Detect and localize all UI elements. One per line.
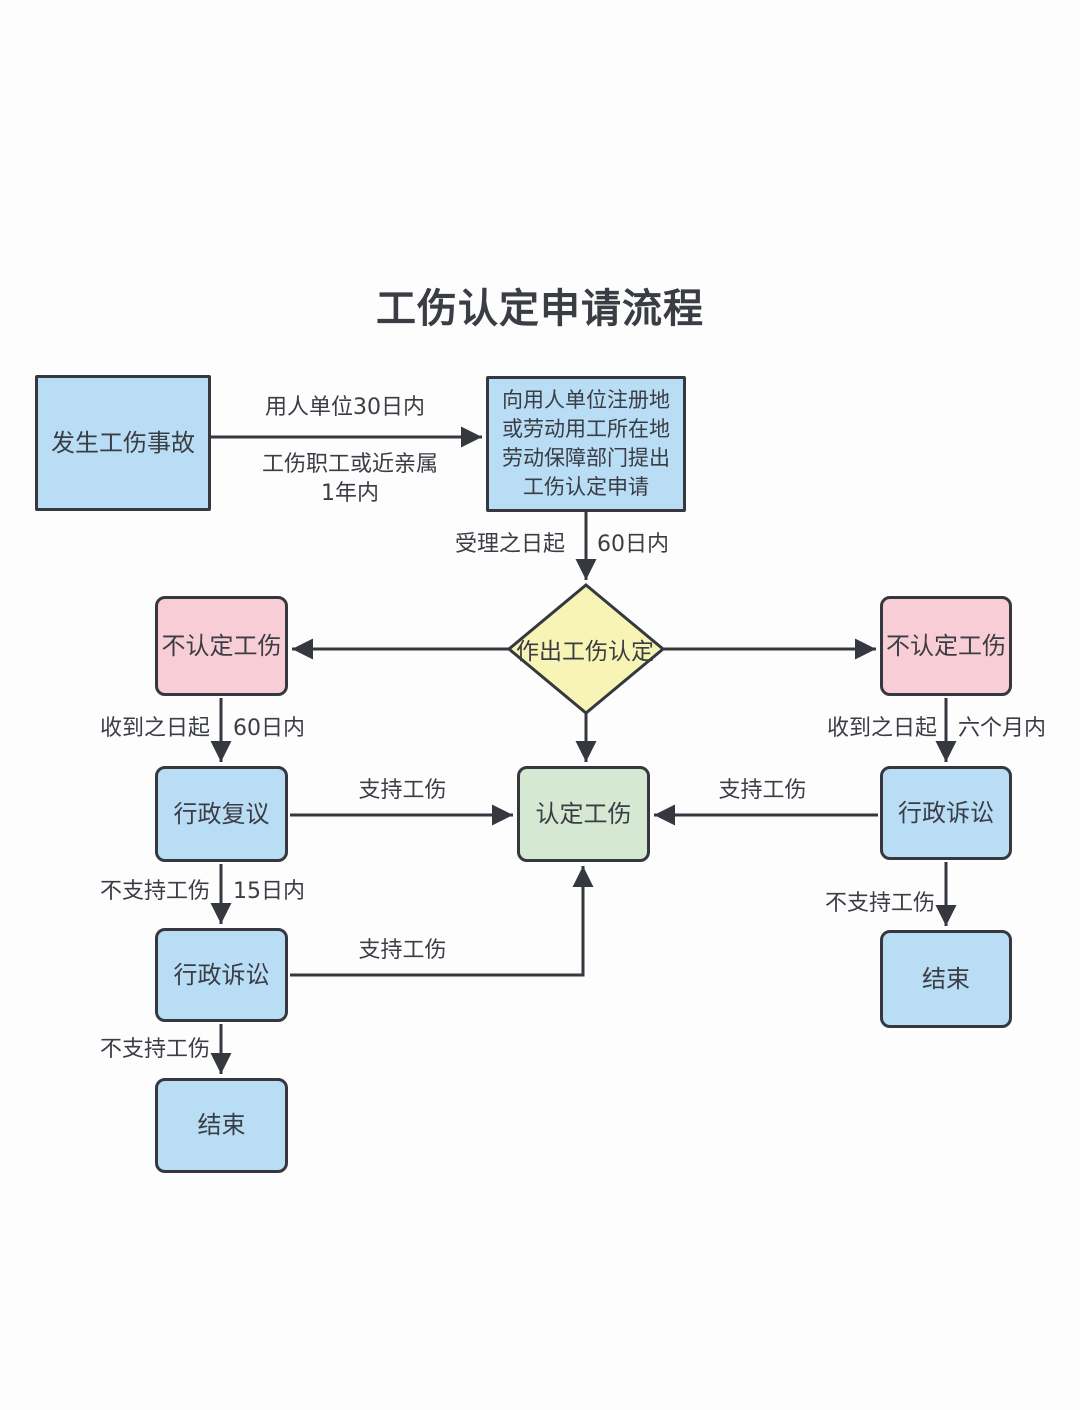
flow-node-admin-review: 行政复议 xyxy=(155,766,288,862)
edge-label-not-support-litigation-left: 不支持工伤 xyxy=(99,1037,210,1062)
flow-node-apply: 向用人单位注册地 或劳动用工所在地 劳动保障部门提出 工伤认定申请 xyxy=(486,376,686,512)
edge-label-from-receipt-right: 收到之日起 xyxy=(826,716,937,741)
edge-label-worker-1-year: 工伤职工或近亲属 1年内 xyxy=(261,452,438,506)
edge-label-support-litigation-right: 支持工伤 xyxy=(718,778,807,803)
edge-label-60-days-review: 60日内 xyxy=(233,716,305,741)
page-title: 工伤认定申请流程 xyxy=(376,286,704,332)
flow-node-admin-litigation-left: 行政诉讼 xyxy=(155,928,288,1022)
decision-diamond xyxy=(506,583,666,715)
edge-label-not-support-litigation-right: 不支持工伤 xyxy=(824,891,935,916)
decision-label: 作出工伤认定 xyxy=(516,639,654,665)
flow-node-not-recognized-left: 不认定工伤 xyxy=(155,596,288,696)
connector-litigation-left-to-recognized xyxy=(290,866,594,977)
edge-label-employer-30-days: 用人单位30日内 xyxy=(265,395,425,420)
edge-label-support-review: 支持工伤 xyxy=(358,778,447,803)
flow-node-not-recognized-right: 不认定工伤 xyxy=(880,596,1012,696)
edge-label-not-support-review: 不支持工伤 xyxy=(99,879,210,904)
flow-node-admin-litigation-right: 行政诉讼 xyxy=(880,766,1012,860)
edge-label-60-days-decision: 60日内 xyxy=(597,532,669,557)
edge-label-from-acceptance-date: 受理之日起 xyxy=(454,532,565,557)
edge-label-from-receipt-left: 收到之日起 xyxy=(99,716,210,741)
flow-node-recognized: 认定工伤 xyxy=(517,766,650,862)
flow-node-end-right: 结束 xyxy=(880,930,1012,1028)
edge-label-15-days: 15日内 xyxy=(233,879,305,904)
flow-node-end-left: 结束 xyxy=(155,1078,288,1173)
flow-node-start: 发生工伤事故 xyxy=(35,375,211,511)
edge-label-six-months: 六个月内 xyxy=(958,716,1047,741)
edge-label-support-litigation-left: 支持工伤 xyxy=(358,938,447,963)
